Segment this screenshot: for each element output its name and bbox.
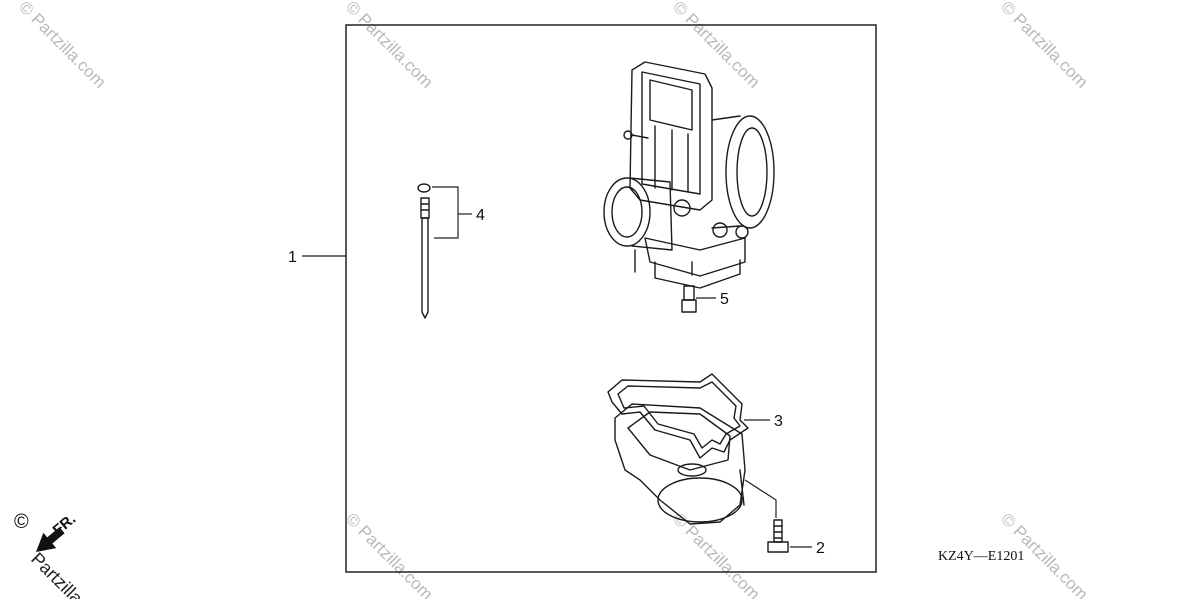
watermark: © Partzilla.com [342,509,436,599]
front-arrow-icon [36,527,65,552]
callout-3-label: 3 [774,413,783,430]
copyright-symbol: © [14,511,29,533]
watermark: © Partzilla.com [342,0,436,92]
callout-5[interactable]: 5 [696,291,729,308]
callout-5-label: 5 [720,291,729,308]
front-indicator: © FR. Partzilla [14,511,87,599]
corner-watermark: Partzilla [27,549,87,599]
callout-2-label: 2 [816,540,825,557]
part-5-screw [681,285,697,313]
float-bowl [614,403,746,525]
callout-3[interactable]: 3 [744,413,783,430]
assembly-frame [345,24,877,573]
diagram-code: KZ4Y—E1201 [938,549,1024,564]
watermark: © Partzilla.com [669,0,763,92]
part-4-jet-needle [417,183,431,319]
part-2-bolt [767,519,789,553]
watermark-layer: © Partzilla.com © Partzilla.com © Partzi… [15,0,1091,599]
carburetor-body [603,61,775,289]
callout-2[interactable]: 2 [744,479,825,557]
watermark: © Partzilla.com [15,0,109,92]
callout-1[interactable]: 1 [288,249,346,266]
callout-4[interactable]: 4 [432,186,485,239]
watermark: © Partzilla.com [997,0,1091,92]
part-3-gasket [607,373,749,459]
callout-4-label: 4 [476,207,485,224]
callout-1-label: 1 [288,249,297,266]
